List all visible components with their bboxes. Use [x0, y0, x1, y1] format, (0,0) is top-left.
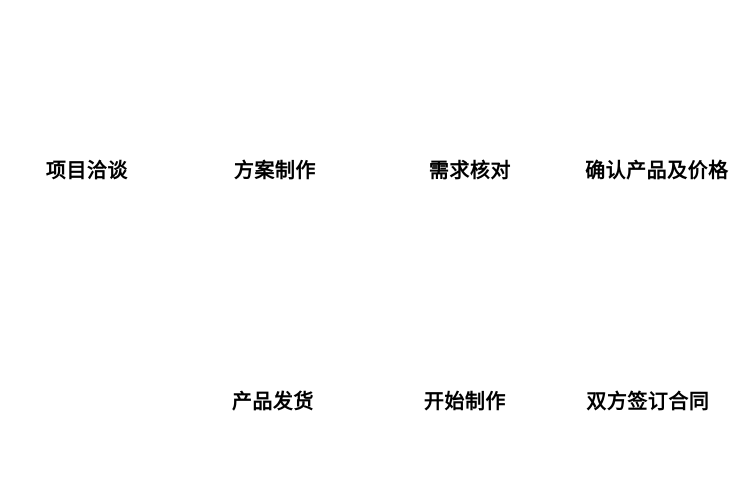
- step-confirm-product-price: 确认产品及价格: [585, 160, 729, 182]
- step-project-negotiation: 项目洽谈: [46, 160, 128, 182]
- step-start-production: 开始制作: [424, 391, 506, 413]
- step-requirement-check: 需求核对: [429, 160, 511, 182]
- step-sign-contract: 双方签订合同: [586, 391, 710, 413]
- step-product-shipping: 产品发货: [232, 391, 314, 413]
- step-plan-creation: 方案制作: [234, 160, 316, 182]
